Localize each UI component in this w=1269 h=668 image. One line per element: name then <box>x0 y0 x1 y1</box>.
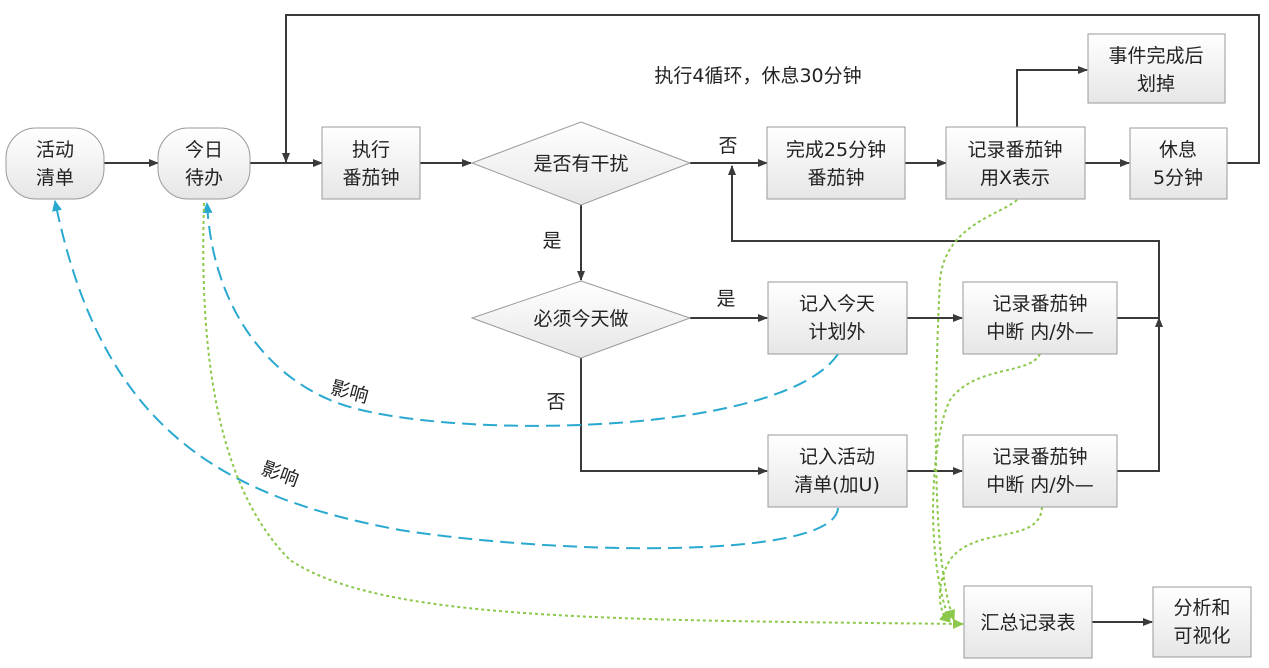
node-record-break-1-line1: 记录番茄钟 <box>992 293 1087 315</box>
node-activity-list: 活动 清单 <box>5 127 105 200</box>
node-rest-5: 休息 5分钟 <box>1129 127 1228 200</box>
node-analyze-line2: 可视化 <box>1173 625 1230 647</box>
node-record-break-2-line1: 记录番茄钟 <box>992 446 1087 468</box>
node-unplanned-line2: 计划外 <box>808 321 865 343</box>
node-activity-list-line2: 清单 <box>36 167 74 189</box>
node-run-pomodoro-line2: 番茄钟 <box>342 167 399 189</box>
node-rest-5-line1: 休息 <box>1159 139 1197 161</box>
label-influence-2: 影响 <box>258 458 301 492</box>
node-summary-table-text: 汇总记录表 <box>980 612 1075 634</box>
node-record-break-1: 记录番茄钟 中断 内/外— <box>962 281 1118 355</box>
label-yes-interrupted: 是 <box>542 230 561 252</box>
node-must-today: 必须今天做 <box>470 280 692 359</box>
label-influence-1: 影响 <box>328 377 370 408</box>
node-complete-25-line1: 完成25分钟 <box>786 139 886 161</box>
node-today-todo-line2: 待办 <box>185 167 223 189</box>
edge-influence-activity-to-list <box>52 200 839 550</box>
node-today-todo: 今日 待办 <box>157 127 251 200</box>
label-no-must: 否 <box>546 391 565 413</box>
node-run-pomodoro: 执行 番茄钟 <box>321 126 421 200</box>
node-record-break-1-line2: 中断 内/外— <box>986 321 1093 343</box>
edge-loop-back <box>282 14 1260 164</box>
node-record-x: 记录番茄钟 用X表示 <box>945 126 1086 200</box>
node-strike-done-line2: 划掉 <box>1137 73 1175 95</box>
cycle-note: 执行4循环，休息30分钟 <box>654 65 861 87</box>
node-interrupted: 是否有干扰 <box>470 121 692 206</box>
edge-break1-to-summary <box>932 353 1041 622</box>
node-strike-done-line1: 事件完成后 <box>1108 45 1203 67</box>
node-analyze: 分析和 可视化 <box>1152 586 1252 658</box>
edge-must-no-to-activity <box>580 358 768 475</box>
node-record-break-2-line2: 中断 内/外— <box>986 474 1093 496</box>
node-interrupted-text: 是否有干扰 <box>533 153 628 175</box>
node-analyze-line1: 分析和 <box>1173 597 1230 619</box>
node-record-x-line1: 记录番茄钟 <box>967 139 1062 161</box>
node-must-today-text: 必须今天做 <box>533 308 628 330</box>
node-activity-list-line1: 活动 <box>36 139 74 161</box>
node-today-todo-line1: 今日 <box>185 139 223 161</box>
node-complete-25: 完成25分钟 番茄钟 <box>766 126 906 200</box>
edge-todo-to-summary <box>202 202 964 629</box>
node-record-x-line2: 用X表示 <box>980 167 1050 189</box>
record-connectors <box>202 199 1043 629</box>
label-yes-must: 是 <box>716 288 735 310</box>
influence-connectors <box>52 200 839 550</box>
node-unplanned: 记入今天 计划外 <box>767 281 908 355</box>
label-no-interrupted: 否 <box>718 135 737 157</box>
node-complete-25-line2: 番茄钟 <box>807 167 864 189</box>
node-run-pomodoro-line1: 执行 <box>352 139 390 161</box>
node-to-activity-list-line1: 记入活动 <box>799 446 875 468</box>
edge-break-return <box>728 165 1160 318</box>
node-unplanned-line1: 记入今天 <box>799 293 875 315</box>
node-summary-table: 汇总记录表 <box>963 585 1093 659</box>
edge-break2-up <box>1117 317 1163 472</box>
node-record-break-2: 记录番茄钟 中断 内/外— <box>962 434 1118 508</box>
edge-record-to-strike <box>1016 66 1088 128</box>
edge-influence-unplanned-to-todo <box>202 202 839 427</box>
edge-record-x-to-summary <box>934 199 1018 621</box>
edge-break2-to-summary <box>938 506 1043 623</box>
node-to-activity-list: 记入活动 清单(加U) <box>767 434 908 508</box>
node-to-activity-list-line2: 清单(加U) <box>794 474 880 496</box>
node-strike-done: 事件完成后 划掉 <box>1087 33 1226 104</box>
node-rest-5-line2: 5分钟 <box>1153 167 1203 189</box>
